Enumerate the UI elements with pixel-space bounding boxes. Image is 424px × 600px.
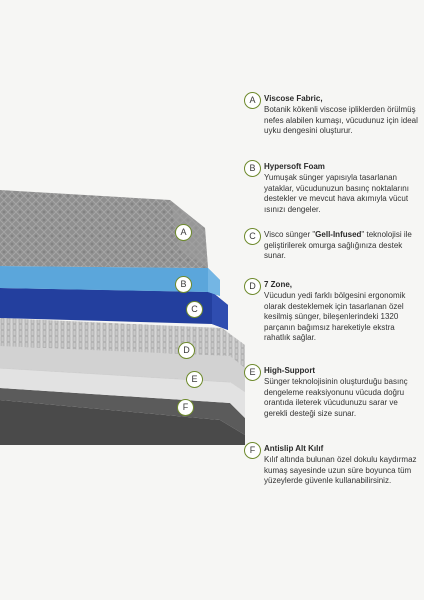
badge-e: E — [244, 364, 261, 381]
layer-e-description: Sünger teknolojisinin oluşturduğu basınç… — [264, 377, 408, 418]
layer-c-suffix: " teknolojisi ile geliştirilerek omurga … — [264, 230, 412, 261]
badge-d: D — [244, 278, 261, 295]
layer-c-prefix: Visco sünger " — [264, 230, 316, 239]
layer-b-title: Hypersoft Foam — [264, 162, 325, 171]
marker-d: D — [178, 342, 195, 359]
badge-f: F — [244, 442, 261, 459]
marker-e: E — [186, 371, 203, 388]
badge-c: C — [244, 228, 261, 245]
layer-b-description: Yumuşak sünger yapısıyla tasarlanan yata… — [264, 173, 409, 214]
badge-b: B — [244, 160, 261, 177]
layer-f-description: Kılıf altında bulunan özel dokulu kaydır… — [264, 455, 417, 486]
layer-f-title: Antislip Alt Kılıf — [264, 444, 324, 453]
layer-c-title: Gell-Infused — [315, 230, 362, 239]
layer-a-title: Viscose Fabric, — [264, 94, 323, 103]
layer-e-shape — [0, 368, 245, 418]
badge-a: A — [244, 92, 261, 109]
layer-c-text: Visco sünger "Gell-Infused" teknolojisi … — [264, 230, 420, 262]
layer-f-shape — [0, 400, 245, 445]
marker-c: C — [186, 301, 203, 318]
layer-e-title: High-Support — [264, 366, 316, 375]
layer-d-description: Vücudun yedi farklı bölgesini ergonomik … — [264, 291, 406, 343]
marker-f: F — [177, 399, 194, 416]
layer-d-title: 7 Zone, — [264, 280, 293, 289]
marker-a: A — [175, 224, 192, 241]
layer-b-shape — [0, 266, 220, 296]
layer-a-shape — [0, 190, 208, 268]
layer-c-shape — [0, 288, 228, 330]
marker-b: B — [175, 276, 192, 293]
layer-a-description: Botanik kökenli viscose ipliklerden örül… — [264, 105, 418, 136]
